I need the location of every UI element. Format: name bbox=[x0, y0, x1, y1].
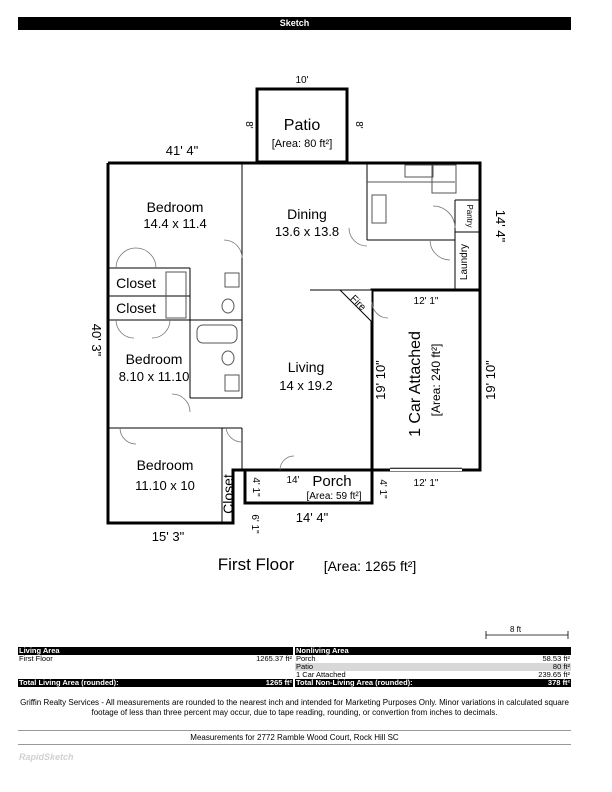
garage-area: [Area: 240 ft²] bbox=[429, 344, 443, 417]
patio-dim-left: 8' bbox=[243, 121, 254, 129]
sketch-title-bar: Sketch bbox=[18, 17, 571, 30]
closet2-label: Closet bbox=[116, 300, 156, 316]
dim-garage-bottom: 12' 1" bbox=[414, 478, 439, 489]
address: Measurements for 2772 Ramble Wood Court,… bbox=[190, 733, 399, 742]
patio-dim-top: 10' bbox=[295, 75, 308, 86]
living-total-value: 1265 ft² bbox=[265, 678, 292, 687]
bedroom2-name: Bedroom bbox=[126, 351, 183, 367]
bedroom3-name: Bedroom bbox=[137, 457, 194, 473]
divider bbox=[18, 744, 571, 745]
living-area-header: Living Area bbox=[18, 647, 293, 655]
divider bbox=[18, 730, 571, 731]
living-total-label: Total Living Area (rounded): bbox=[19, 678, 119, 687]
patio: Patio [Area: 80 ft²] 10' 8' 8' bbox=[243, 75, 364, 164]
nonliving-row-label: Porch bbox=[296, 654, 316, 663]
nonliving-area-table: Nonliving Area Porch 58.53 ft² Patio 80 … bbox=[295, 647, 571, 687]
dining-name: Dining bbox=[287, 206, 327, 222]
living-total-row: Total Living Area (rounded): 1265 ft² bbox=[18, 679, 293, 687]
nonliving-row-label: Patio bbox=[296, 662, 314, 671]
porch-outline bbox=[243, 468, 374, 505]
nonliving-total-value: 378 ft² bbox=[547, 678, 570, 687]
porch-area: [Area: 59 ft²] bbox=[306, 491, 361, 502]
dim-top: 41' 4" bbox=[166, 143, 199, 158]
dim-garage-right: 19' 10" bbox=[483, 360, 498, 400]
brand-logo: RapidSketch bbox=[19, 752, 74, 762]
pantry-label: Pantry bbox=[465, 204, 474, 227]
door-swings bbox=[115, 205, 456, 471]
dim-closet-side: 6' 1" bbox=[249, 514, 260, 534]
nonliving-area-header: Nonliving Area bbox=[295, 647, 571, 655]
scale-bar bbox=[485, 631, 569, 639]
nonliving-row-value: 58.53 ft² bbox=[542, 654, 570, 663]
table-row: 1 Car Attached 239.65 ft² bbox=[295, 671, 571, 679]
bedroom1-name: Bedroom bbox=[147, 199, 204, 215]
bedroom1-size: 14.4 x 11.4 bbox=[143, 216, 206, 231]
laundry-label: Laundry bbox=[459, 244, 470, 280]
nonliving-area-header-label: Nonliving Area bbox=[296, 646, 349, 655]
living-area-table: Living Area First Floor 1265.37 ft² Tota… bbox=[18, 647, 293, 687]
scale-label: 8 ft bbox=[510, 625, 522, 634]
closet3-label: Closet bbox=[220, 474, 236, 514]
garage-name: 1 Car Attached bbox=[407, 331, 424, 437]
living-row-label: First Floor bbox=[19, 654, 53, 663]
floor-name: First Floor bbox=[218, 555, 295, 574]
dining-size: 13.6 x 13.8 bbox=[275, 224, 339, 239]
dim-garage-top: 12' 1" bbox=[414, 296, 439, 307]
patio-dim-right: 8' bbox=[353, 121, 364, 129]
garage-outline bbox=[370, 288, 482, 472]
table-row-blank bbox=[18, 671, 293, 679]
table-row: First Floor 1265.37 ft² bbox=[18, 655, 293, 663]
dim-porch-right: 4' 1" bbox=[377, 479, 388, 499]
living-area-header-label: Living Area bbox=[19, 646, 60, 655]
floor-area: [Area: 1265 ft²] bbox=[324, 558, 417, 574]
patio-area: [Area: 80 ft²] bbox=[272, 138, 333, 150]
disclaimer: Griffin Realty Services - All measuremen… bbox=[20, 698, 569, 717]
nonliving-total-label: Total Non-Living Area (rounded): bbox=[296, 678, 413, 687]
dim-bottom-left: 15' 3" bbox=[152, 529, 185, 544]
fireplace bbox=[338, 289, 373, 324]
dim-garage-left: 19' 10" bbox=[373, 360, 388, 400]
closet1-label: Closet bbox=[116, 275, 156, 291]
dim-porch-bottom: 14' 4" bbox=[296, 510, 329, 525]
dim-left: 40' 3" bbox=[89, 324, 104, 357]
nonliving-total-row: Total Non-Living Area (rounded): 378 ft² bbox=[295, 679, 571, 687]
table-row: Porch 58.53 ft² bbox=[295, 655, 571, 663]
floor-plan: Patio [Area: 80 ft²] 10' 8' 8' Fire bbox=[89, 75, 569, 639]
porch-name: Porch bbox=[312, 473, 351, 490]
living-size: 14 x 19.2 bbox=[279, 378, 333, 393]
living-row-value: 1265.37 ft² bbox=[256, 654, 292, 663]
nonliving-row-label: 1 Car Attached bbox=[296, 670, 346, 679]
fixtures bbox=[165, 164, 457, 392]
table-row: Patio 80 ft² bbox=[295, 663, 571, 671]
nonliving-row-value: 239.65 ft² bbox=[538, 670, 570, 679]
nonliving-row-value: 80 ft² bbox=[552, 662, 570, 671]
bedroom3-size: 11.10 x 10 bbox=[135, 478, 195, 493]
patio-name: Patio bbox=[284, 117, 321, 134]
table-row-blank bbox=[18, 663, 293, 671]
dim-right-upper: 14' 4" bbox=[493, 210, 508, 243]
living-name: Living bbox=[288, 359, 325, 375]
dim-porch-top: 14' bbox=[286, 475, 299, 486]
dim-porch-left: 4' 1" bbox=[250, 477, 261, 497]
bedroom2-size: 8.10 x 11.10 bbox=[119, 369, 190, 384]
